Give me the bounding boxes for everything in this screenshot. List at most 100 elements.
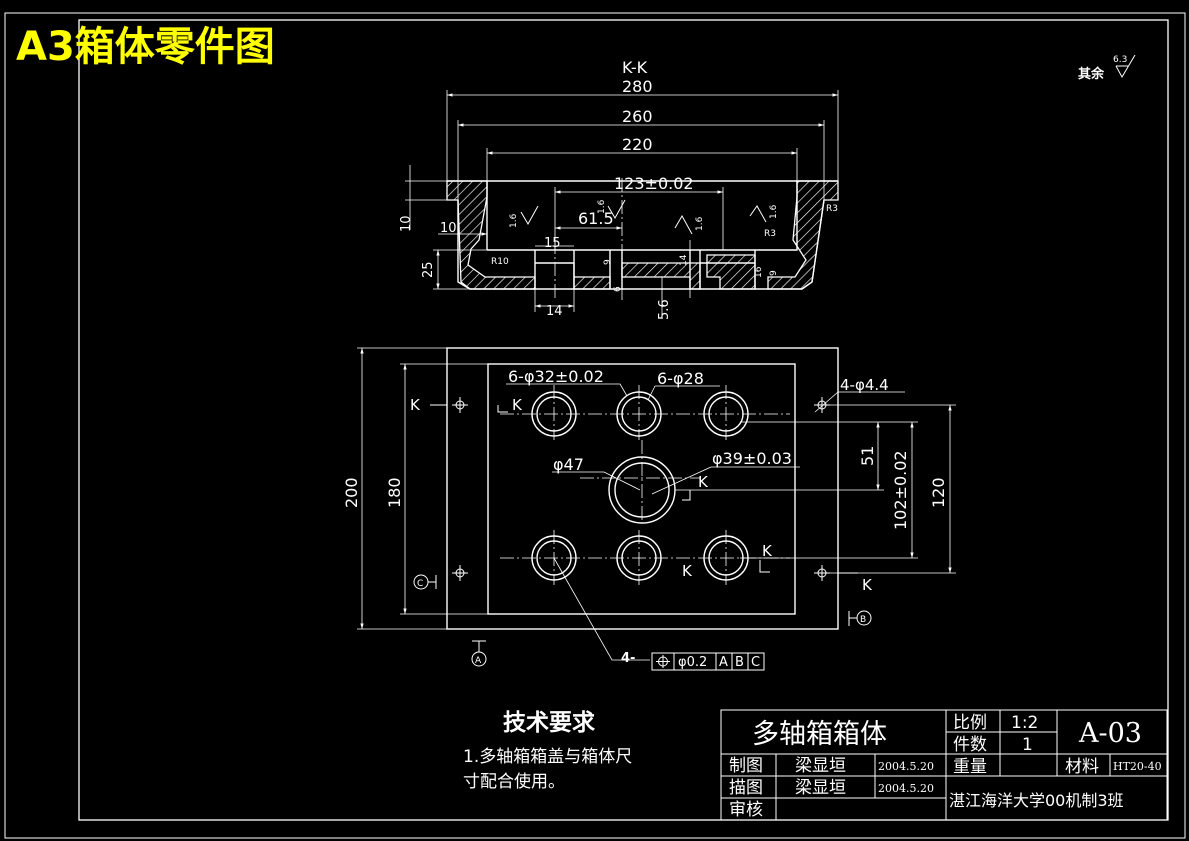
surface-note-value: 6.3 — [1113, 55, 1127, 65]
roughness-1: 1.6 — [509, 213, 519, 228]
datum-b-label: B — [860, 615, 866, 625]
plan-outer-outline — [446, 347, 839, 630]
hole-bottom-middle — [616, 535, 662, 581]
dim-9a: 9 — [603, 259, 613, 265]
qty-value: 1 — [1022, 735, 1033, 755]
dim-51: 51 — [858, 446, 877, 466]
section-mark-right: K — [862, 576, 873, 594]
callout-6-phi28: 6-φ28 — [657, 369, 704, 388]
plan-inner-outline — [487, 363, 796, 615]
dim-200: 200 — [342, 477, 361, 508]
section-mark-bottom-a: K — [682, 562, 693, 580]
hole-top-left — [531, 391, 577, 437]
leader-phi47 — [552, 471, 641, 491]
scale-label: 比例 — [953, 713, 987, 733]
fcf-count: 4- — [621, 651, 635, 666]
dim-14b: 14 — [679, 254, 689, 266]
drawing-number: A-03 — [1078, 718, 1142, 749]
section-mark-left: K — [410, 396, 421, 414]
title-block-frame — [720, 709, 1168, 821]
dim-260: 260 — [622, 107, 653, 126]
dim-10-horizontal: 10 — [440, 221, 457, 236]
roughness-1-icon — [520, 205, 539, 226]
leader-holes-32 — [506, 383, 628, 397]
dim-120: 120 — [929, 477, 948, 508]
position-tolerance-icon — [656, 655, 670, 668]
section-mark-bottom-b: K — [762, 542, 773, 560]
dim-220: 220 — [622, 135, 653, 154]
roughness-4: 1.6 — [769, 204, 779, 219]
section-mark-center-line — [682, 490, 691, 501]
section-mark-bottom-line — [759, 560, 770, 573]
section-outline — [447, 180, 838, 290]
roughness-symbol-icon — [1115, 54, 1136, 79]
callout-6-phi32: 6-φ32±0.02 — [508, 367, 604, 386]
weight-label: 重量 — [953, 757, 987, 777]
plan-centerlines — [500, 385, 790, 585]
drawn-name: 梁显垣 — [795, 756, 846, 776]
radius-r3-inner: R3 — [764, 229, 776, 239]
pin-hole-tl — [452, 397, 468, 413]
dim-61-5: 61.5 — [578, 209, 614, 228]
dim-15: 15 — [544, 236, 561, 251]
hole-top-right — [703, 391, 749, 437]
callout-phi47: φ47 — [553, 455, 584, 474]
fcf-datum-a: A — [719, 655, 728, 670]
plan-view: 200 180 51 102±0.02 120 6-φ32±0.02 6-φ28… — [342, 347, 956, 671]
callout-phi39: φ39±0.03 — [712, 449, 792, 468]
tech-heading: 技术要求 — [503, 710, 595, 736]
traced-date: 2004.5.20 — [878, 782, 934, 795]
dim-6: 6 — [613, 286, 623, 292]
drawn-label: 制图 — [729, 756, 763, 776]
section-view-kk: K-K 280 260 220 123±0.02 61.5 15 — [399, 58, 839, 320]
fcf-datum-b: B — [735, 655, 744, 670]
leader-holes-28 — [647, 385, 720, 401]
pin-hole-tr — [814, 397, 830, 413]
scale-value: 1:2 — [1011, 713, 1038, 733]
dim-180: 180 — [385, 477, 404, 508]
datum-c-label: C — [417, 579, 423, 589]
outer-border — [4, 12, 1186, 839]
title-block: 多轴箱箱体 比例 1:2 件数 1 A-03 制图 梁显垣 2004.5.20 … — [720, 709, 1168, 821]
surface-note-label: 其余 — [1078, 66, 1105, 82]
inner-border — [78, 19, 1169, 821]
technical-requirements: 技术要求 1.多轴箱箱盖与箱体尺 寸配合使用。 — [463, 710, 632, 792]
section-mark-center-r: K — [698, 473, 709, 491]
tech-line-2: 寸配合使用。 — [463, 771, 565, 792]
datum-c: C — [413, 574, 437, 590]
dim-9b: 9 — [769, 270, 779, 276]
fcf-datum-c: C — [751, 655, 760, 670]
material-value: HT20-40 — [1113, 760, 1162, 773]
hole-bottom-left — [531, 535, 577, 581]
left-wall-section — [446, 180, 536, 290]
tech-line-1: 1.多轴箱箱盖与箱体尺 — [463, 747, 632, 767]
web-section-3 — [706, 254, 756, 290]
traced-label: 描图 — [729, 778, 763, 798]
section-mark-tl-line — [497, 405, 508, 413]
pin-hole-bl — [452, 565, 468, 581]
leader-holes-44 — [814, 391, 905, 413]
dim-16: 16 — [754, 266, 764, 278]
part-name: 多轴箱箱体 — [752, 719, 887, 750]
dim-10-vertical: 10 — [399, 215, 414, 232]
datum-a-label: A — [475, 656, 482, 666]
sheet-title: A3箱体零件图 — [16, 24, 275, 70]
roughness-3: 1.6 — [695, 216, 705, 231]
roughness-2: 1.6 — [597, 199, 607, 214]
dim-14: 14 — [546, 304, 563, 319]
callout-4-phi4-4: 4-φ4.4 — [840, 376, 889, 394]
surface-roughness-note: 其余 6.3 — [1078, 54, 1136, 82]
fcf-leader — [553, 557, 650, 661]
section-view-label: K-K — [622, 58, 648, 77]
material-label: 材料 — [1065, 757, 1099, 777]
datum-a: A — [471, 640, 487, 667]
traced-name: 梁显垣 — [795, 778, 846, 798]
drawn-date: 2004.5.20 — [878, 760, 934, 773]
school-name: 湛江海洋大学00机制3班 — [949, 791, 1124, 810]
dim-102: 102±0.02 — [891, 450, 910, 530]
section-mark-tl: K — [512, 396, 523, 414]
web-section-1 — [573, 263, 611, 290]
leader-phi39 — [651, 466, 800, 495]
fcf-tolerance: φ0.2 — [678, 655, 707, 670]
